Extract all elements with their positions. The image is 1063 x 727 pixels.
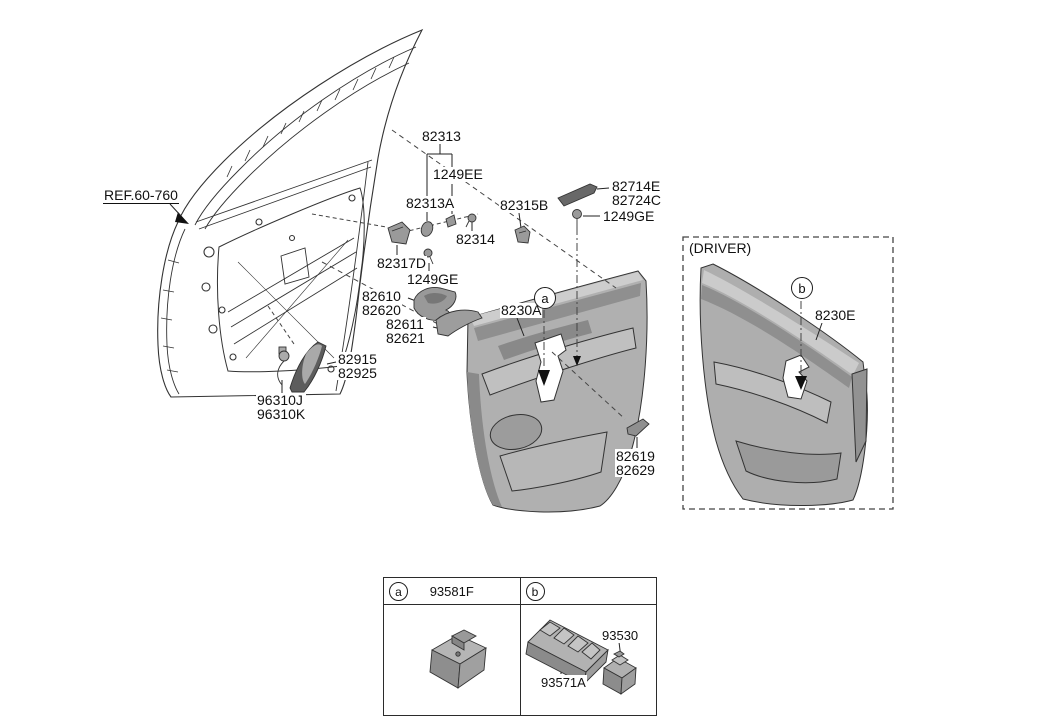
part-label-96310k: 96310K — [256, 406, 307, 422]
legend-body-a — [384, 605, 520, 715]
part-label-8230a: 8230A — [500, 302, 543, 318]
legend-cell-a: a 93581F — [384, 578, 521, 715]
part-label-82619-82629: 82619 82629 — [615, 449, 656, 477]
door-frame-drawing — [157, 28, 424, 398]
small-parts-drawings — [277, 183, 650, 437]
legend-part-93571a: 93571A — [540, 675, 587, 690]
legend-part-93581f: 93581F — [429, 583, 474, 599]
part-label-82317d: 82317D — [376, 255, 428, 271]
part-label-82621: 82621 — [385, 330, 426, 346]
part-label-1249ge-upper: 1249GE — [602, 208, 656, 224]
legend-header-a: a 93581F — [384, 578, 520, 605]
part-label-96310j-96310k: 96310J 96310K — [256, 393, 307, 422]
callout-a-main: a — [534, 287, 556, 309]
part-label-82915-82925: 82915 82925 — [337, 352, 378, 380]
part-label-82925: 82925 — [337, 365, 378, 381]
part-label-82315b: 82315B — [499, 197, 550, 213]
driver-box-border — [682, 236, 894, 510]
frame-hatching — [160, 56, 395, 373]
part-label-82714e-82724c: 82714E 82724C — [611, 178, 663, 208]
switch-93530-drawing — [602, 650, 637, 695]
driver-box-label: (DRIVER) — [689, 240, 752, 256]
part-label-82610: 82610 — [361, 288, 402, 304]
legend-part-93530: 93530 — [601, 628, 640, 643]
legend-callout-a: a — [389, 582, 408, 601]
driver-trim-panel-drawing — [699, 263, 868, 507]
callout-b-driver: b — [791, 277, 813, 299]
switch-93571A-drawing — [525, 619, 609, 686]
part-label-82611: 82611 — [385, 317, 426, 331]
legend-table: a 93581F b — [383, 577, 657, 716]
part-label-82724c: 82724C — [611, 192, 663, 208]
part-label-96310j: 96310J — [256, 393, 307, 407]
part-label-82610-82620: 82610 82620 — [361, 289, 402, 317]
switch-93581F-drawing — [429, 629, 487, 689]
legend-body-b — [521, 605, 657, 715]
part-label-82313: 82313 — [421, 128, 462, 144]
part-label-82714e: 82714E — [611, 178, 663, 194]
part-label-82915: 82915 — [337, 351, 378, 367]
part-label-8230e: 8230E — [814, 307, 857, 323]
part-label-82314: 82314 — [455, 231, 496, 247]
part-label-82620: 82620 — [361, 302, 402, 318]
legend-header-b: b — [520, 578, 656, 605]
ref-label: REF.60-760 — [103, 187, 179, 204]
assembly-arrows — [175, 212, 807, 390]
part-label-1249ee: 1249EE — [432, 166, 484, 182]
part-label-82629: 82629 — [615, 462, 656, 478]
legend-callout-b: b — [525, 582, 545, 601]
part-label-1249ge-lower: 1249GE — [406, 271, 460, 287]
legend-cell-b: b — [520, 578, 657, 715]
part-label-82313a: 82313A — [405, 195, 456, 211]
part-label-82611-82621: 82611 82621 — [385, 317, 426, 345]
part-label-82619: 82619 — [615, 448, 656, 464]
